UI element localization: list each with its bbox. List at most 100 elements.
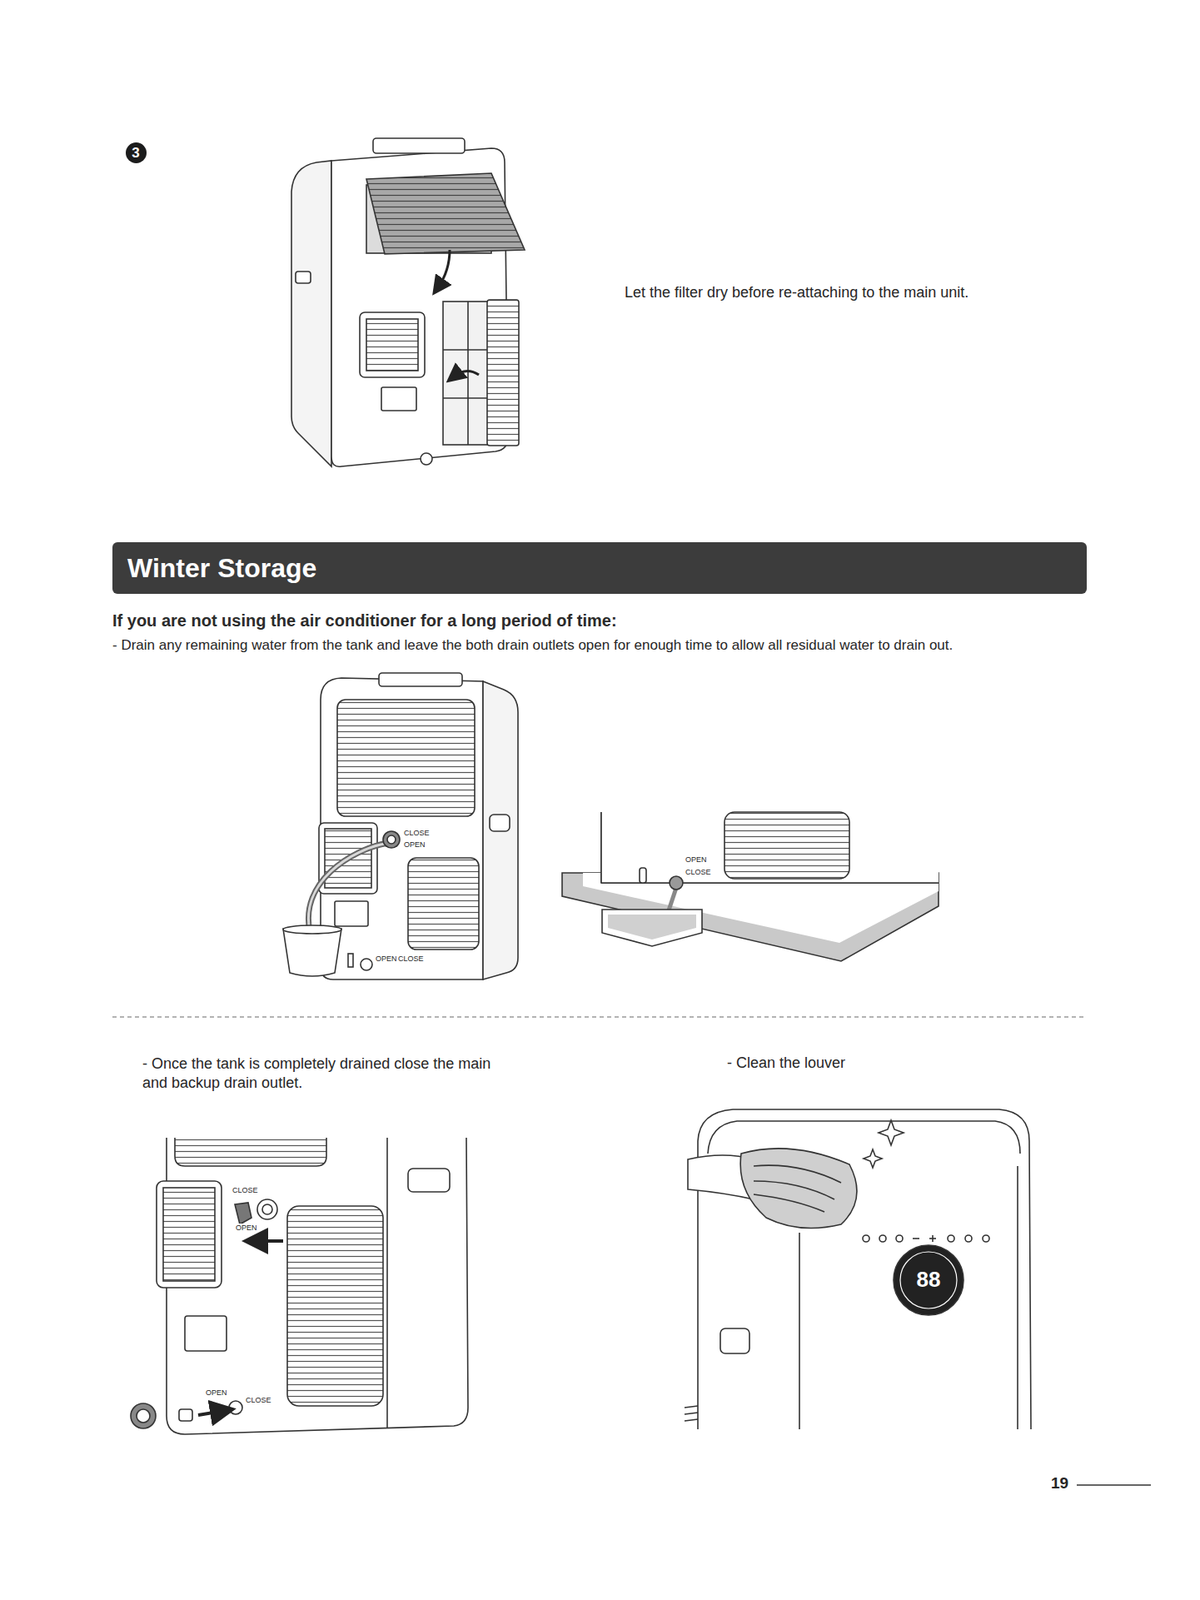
instruction-text: - Drain any remaining water from the tan…	[112, 637, 953, 653]
clean-louver-illustration-part	[900, 1251, 957, 1309]
filter-illustration-part	[295, 271, 311, 284]
filter-illustration-part	[366, 318, 419, 371]
display-digits-box: 88	[916, 1266, 942, 1293]
clean-louver-illustration-part	[893, 1244, 964, 1315]
clean-louver-illustration-part	[684, 1405, 698, 1421]
drain-tray-illustration-part	[562, 872, 939, 961]
drain-bucket-illustration-part	[320, 677, 483, 980]
valve-label-box: OPEN	[204, 1388, 229, 1398]
close-drain-illustration-part	[179, 1409, 193, 1421]
valve-label-box: CLOSE	[231, 1185, 259, 1196]
drain-bucket-illustration-part	[489, 814, 510, 832]
drain-tray-illustration-part	[602, 909, 703, 947]
step-number-text: 3	[131, 145, 140, 160]
drain-tray-illustration-part	[601, 881, 939, 884]
clean-louver-illustration-part	[878, 1120, 904, 1146]
filter-illustration-part	[467, 301, 469, 445]
drain-bucket-illustration-part	[387, 835, 396, 844]
clean-louver-illustration-part	[947, 1234, 955, 1242]
drain-tray-illustration-part	[582, 872, 939, 943]
valve-label-box: OPEN	[403, 840, 427, 850]
page-number-box: 19	[1050, 1473, 1069, 1494]
page-number: 19	[1050, 1473, 1069, 1492]
drain-tray-illustration-part	[601, 811, 939, 883]
clean-louver-illustration-part	[707, 1120, 1021, 1154]
drain-bucket-illustration-part	[308, 842, 389, 932]
drain-bucket-illustration-part	[337, 699, 475, 817]
clean-louver-illustration-part	[965, 1234, 972, 1242]
filter-illustration-part	[443, 301, 493, 445]
instruction-text: Let the filter dry before re-attaching t…	[624, 283, 969, 301]
valve-label: CLOSE	[397, 954, 425, 963]
drain-bucket-illustration-part	[283, 928, 342, 976]
drain-tray-illustration	[562, 811, 939, 961]
instruction-text: - Clean the louver	[726, 1054, 846, 1071]
valve-label-box: OPEN	[234, 1223, 259, 1233]
close-drain-illustration-part	[386, 1137, 389, 1428]
valve-label: CLOSE	[231, 1185, 259, 1195]
clean-louver-illustration-part	[896, 1234, 903, 1242]
clean-louver-illustration-part	[863, 1149, 882, 1168]
drain-tray-illustration-part	[639, 867, 647, 883]
clean-louver-illustration-part	[753, 1165, 842, 1212]
drain-bucket-illustration-part	[378, 672, 463, 687]
valve-label-box: OPEN	[684, 855, 708, 865]
close-drain-illustration	[130, 1137, 469, 1435]
drain-bucket-illustration-part	[383, 831, 400, 848]
close-drain-illustration-part	[254, 1239, 284, 1243]
filter-illustration	[291, 138, 525, 467]
clean-louver-illustration-part	[720, 1328, 750, 1354]
section-heading: Winter Storage	[127, 552, 317, 584]
drain-bucket-illustration-part	[308, 842, 389, 932]
close-drain-illustration-part	[130, 1403, 156, 1429]
valve-label-box: CLOSE	[684, 867, 713, 877]
close-drain-illustration-part	[257, 1199, 278, 1220]
filter-illustration-part	[453, 370, 479, 377]
close-drain-illustration-part	[198, 1410, 224, 1415]
clean-louver-illustration-part	[862, 1234, 870, 1242]
valve-label: CLOSE	[684, 867, 713, 877]
valve-label-box: OPEN	[374, 954, 399, 964]
filter-illustration-part	[420, 453, 433, 465]
instruction-text-box: Let the filter dry before re-attaching t…	[624, 283, 969, 303]
instruction-text-box: - Clean the louver	[726, 1054, 846, 1073]
close-drain-illustration-part	[287, 1205, 384, 1406]
drain-tray-illustration-part	[600, 811, 603, 883]
valve-label: OPEN	[684, 855, 708, 864]
clean-louver-illustration-part	[740, 1148, 857, 1229]
page-number-rule	[1076, 1483, 1151, 1486]
valve-label: CLOSE	[244, 1395, 273, 1405]
drain-tray-illustration-part	[669, 876, 683, 890]
close-drain-illustration-part	[174, 1137, 327, 1166]
instruction-text-box: - Drain any remaining water from the tan…	[112, 637, 1087, 654]
filter-illustration-part	[291, 160, 332, 467]
filter-illustration-part	[373, 138, 465, 154]
valve-label: OPEN	[234, 1223, 259, 1232]
subheading: If you are not using the air conditioner…	[112, 611, 618, 630]
filter-illustration-part	[381, 387, 417, 411]
filter-illustration-part	[438, 249, 450, 288]
drain-tray-illustration-part	[607, 914, 697, 940]
filter-illustration-part	[366, 173, 525, 254]
drain-bucket-illustration-part	[408, 857, 479, 950]
clean-louver-illustration-part	[798, 1232, 801, 1430]
drain-tray-illustration-part	[601, 811, 939, 883]
filter-illustration-part	[359, 312, 425, 378]
close-drain-illustration-part	[262, 1204, 273, 1215]
subheading-box: If you are not using the air conditioner…	[112, 610, 618, 631]
instruction-text: - Once the tank is completely drained cl…	[142, 1055, 491, 1091]
clean-louver-illustration-part	[879, 1234, 887, 1242]
close-drain-illustration-part	[229, 1400, 243, 1415]
close-drain-illustration-part	[408, 1168, 450, 1192]
valve-label: OPEN	[403, 840, 427, 849]
clean-louver-illustration-part	[912, 1237, 920, 1240]
close-drain-illustration-part	[184, 1315, 227, 1351]
close-drain-illustration-part	[136, 1409, 150, 1423]
drain-bucket-illustration	[283, 672, 518, 980]
dashed-divider	[112, 1015, 1087, 1018]
drain-bucket-illustration-part	[360, 958, 373, 971]
clean-louver-illustration-part	[931, 1234, 934, 1242]
close-drain-illustration-part	[234, 1202, 252, 1225]
drain-tray-illustration-part	[724, 811, 850, 879]
